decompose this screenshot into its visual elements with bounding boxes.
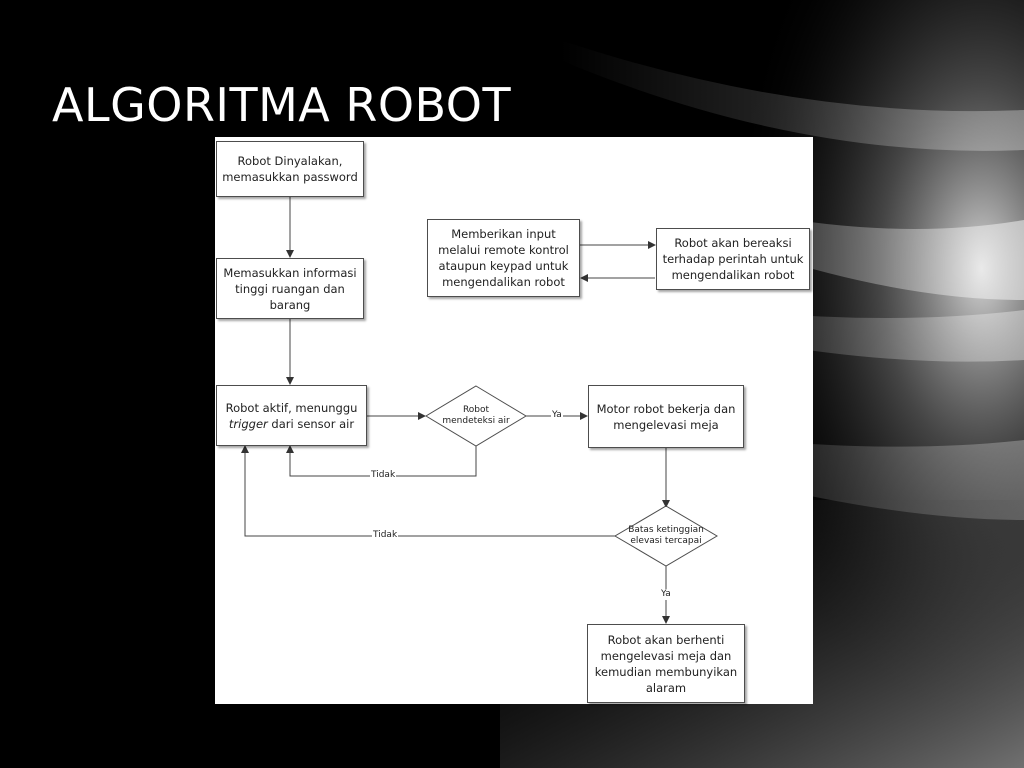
decision-height-reached-shape bbox=[614, 505, 718, 567]
node-motor-work: Motor robot bekerja dan mengelevasi meja bbox=[588, 385, 744, 448]
node-start-label: Robot Dinyalakan, memasukkan password bbox=[222, 154, 358, 184]
node-robot-react-label: Robot akan bereaksi terhadap perintah un… bbox=[662, 236, 804, 282]
wait-text-prefix: Robot aktif, menunggu bbox=[225, 400, 358, 415]
node-remote-input-label: Memberikan input melalui remote kontrol … bbox=[438, 227, 569, 289]
node-stop-alarm: Robot akan berhenti mengelevasi meja dan… bbox=[587, 624, 745, 703]
flowchart-canvas: Robot Dinyalakan, memasukkan password Me… bbox=[215, 137, 813, 704]
arrow-height-no bbox=[241, 445, 618, 537]
wait-text-suffix: dari sensor air bbox=[267, 416, 355, 431]
node-robot-react: Robot akan bereaksi terhadap perintah un… bbox=[656, 228, 810, 290]
node-input-info: Memasukkan informasi tinggi ruangan dan … bbox=[216, 258, 364, 319]
decision-detect-water-label: Robot mendeteksi air bbox=[442, 405, 510, 426]
decision-detect-water-shape bbox=[425, 385, 527, 447]
decision-height-reached-label: Batas ketinggian elevasi tercapai bbox=[628, 525, 704, 546]
edge-label-detect-no: Tidak bbox=[370, 470, 397, 481]
slide-title: ALGORITMA ROBOT bbox=[52, 78, 512, 132]
node-input-info-label: Memasukkan informasi tinggi ruangan dan … bbox=[223, 265, 357, 312]
wait-text-italic: trigger bbox=[228, 416, 268, 431]
edge-label-detect-yes: Ya bbox=[551, 410, 563, 421]
edge-label-height-yes: Ya bbox=[660, 589, 672, 600]
node-stop-alarm-label: Robot akan berhenti mengelevasi meja dan… bbox=[594, 632, 738, 695]
node-start: Robot Dinyalakan, memasukkan password bbox=[216, 141, 364, 197]
node-remote-input: Memberikan input melalui remote kontrol … bbox=[427, 219, 580, 297]
edge-label-height-no: Tidak bbox=[372, 530, 399, 541]
node-motor-work-label: Motor robot bekerja dan mengelevasi meja bbox=[596, 401, 736, 432]
